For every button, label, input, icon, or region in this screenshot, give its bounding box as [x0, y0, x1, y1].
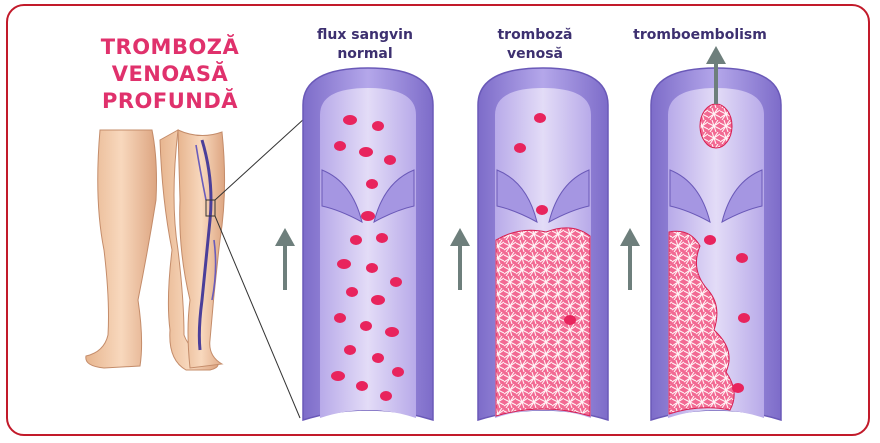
embolus [700, 104, 732, 148]
flow-arrow-1 [275, 228, 295, 290]
right-leg-outer [178, 130, 225, 368]
flow-arrow-3 [620, 228, 640, 290]
vein-thromboembolism [651, 46, 781, 420]
flow-arrow-2 [450, 228, 470, 290]
zoom-line-bottom [215, 216, 300, 418]
left-leg [86, 130, 157, 368]
legs-illustration [86, 118, 305, 418]
thrombus-clot [496, 228, 590, 416]
vein-thrombosis [478, 68, 608, 420]
zoom-line-top [215, 118, 305, 200]
vein-normal [303, 68, 433, 420]
